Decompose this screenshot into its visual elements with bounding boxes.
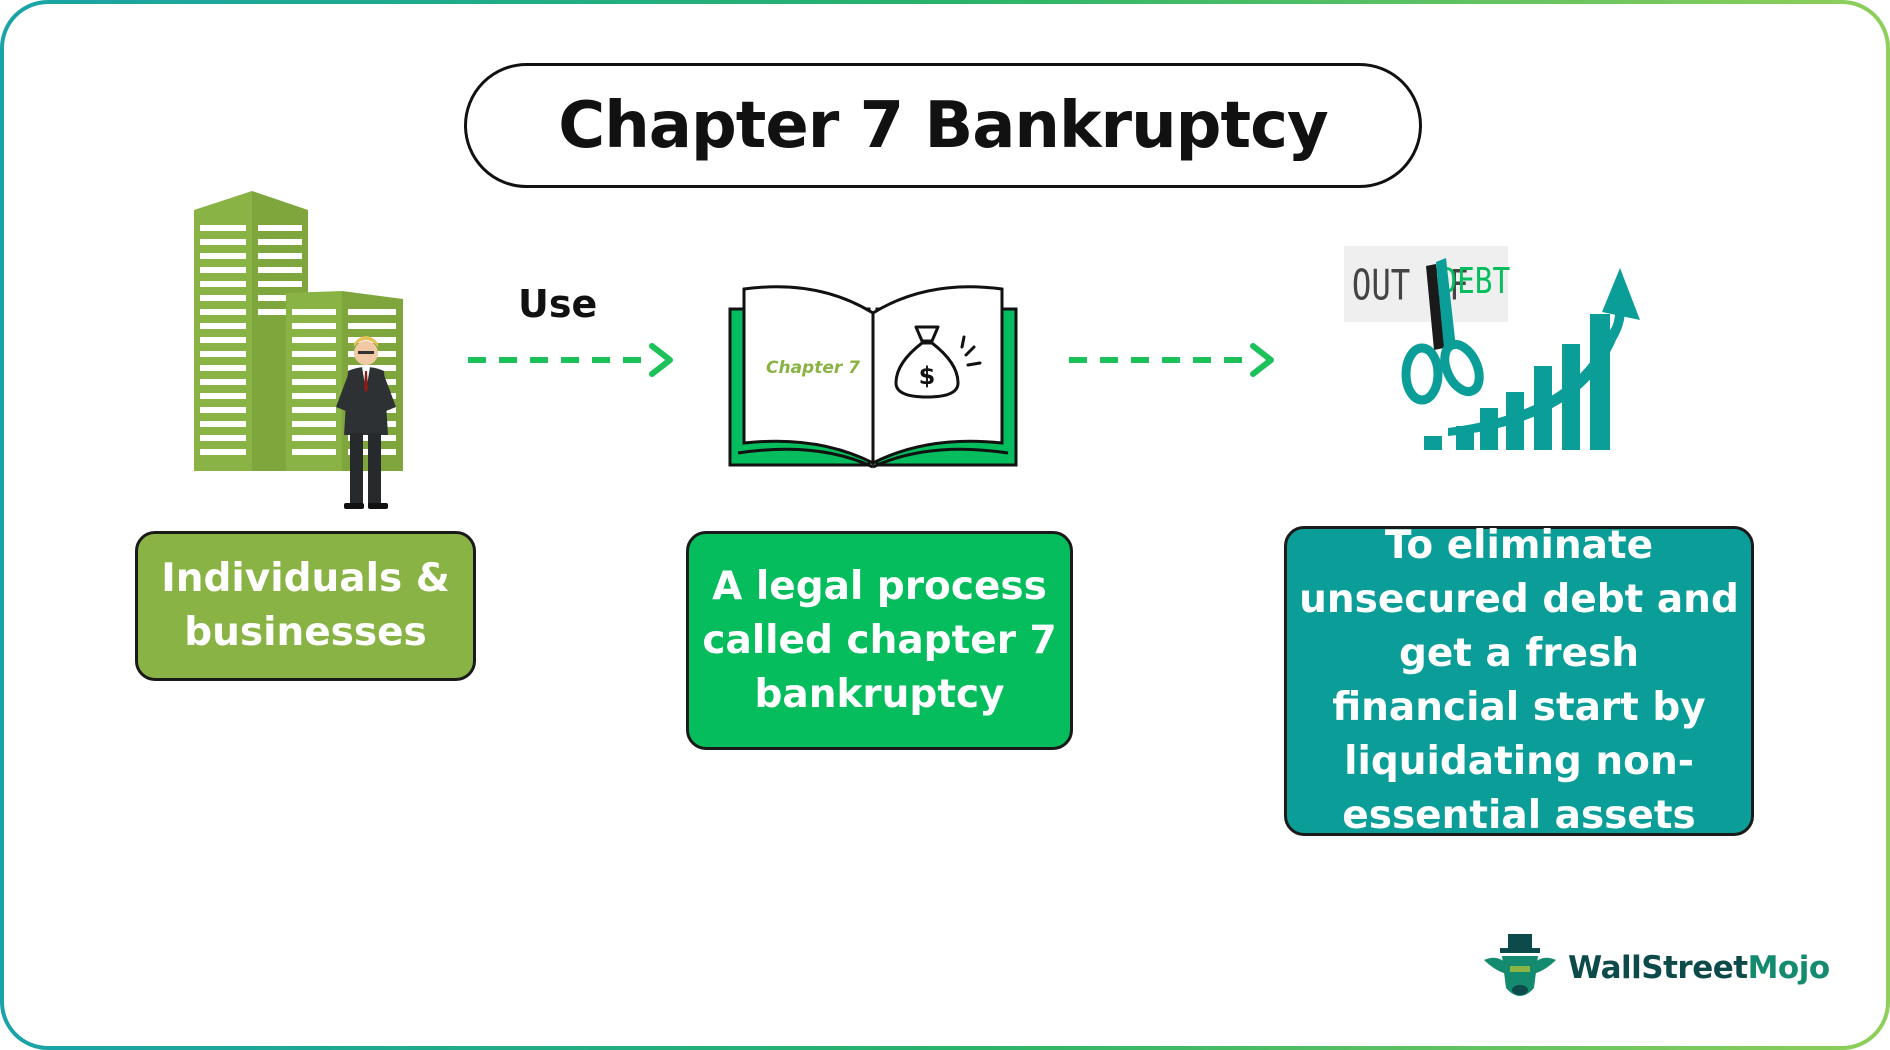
step-box-legal-process: A legal process called chapter 7 bankrup… <box>686 531 1073 750</box>
money-bag-symbol: $ <box>919 362 936 390</box>
brand-name: WallStreetMojo <box>1568 950 1830 986</box>
debt-text: DEBT <box>1439 260 1510 301</box>
money-bag-icon: $ <box>894 325 982 399</box>
title-pill: Chapter 7 Bankruptcy <box>464 63 1422 188</box>
book-label: Chapter 7 <box>766 358 860 378</box>
page-title: Chapter 7 Bankruptcy <box>558 88 1328 163</box>
arrow-label-use: Use <box>518 282 598 326</box>
step-box-goal: To eliminate unsecured debt and get a fr… <box>1284 523 1754 838</box>
step-text-2: A legal process called chapter 7 bankrup… <box>702 563 1057 717</box>
wallstreetmojo-logo-icon <box>1484 934 1556 996</box>
step-box-individuals: Individuals & businesses <box>135 531 476 681</box>
step-text-1: Individuals & businesses <box>161 556 450 655</box>
flow-arrow-1 <box>468 343 673 377</box>
businessman-icon <box>336 336 396 509</box>
step-text-3: To eliminate unsecured debt and get a fr… <box>1299 523 1739 838</box>
open-book-icon: Chapter 7 $ <box>728 285 1018 469</box>
brand-logo: WallStreetMojo <box>1480 930 1830 1006</box>
scissors-icon <box>1401 258 1484 405</box>
growth-chart-icon <box>1424 268 1640 450</box>
office-buildings-icon <box>194 191 403 509</box>
out-of-debt-illustration: OUT OF DEBT <box>1344 246 1640 450</box>
flow-arrow-2 <box>1069 343 1274 377</box>
